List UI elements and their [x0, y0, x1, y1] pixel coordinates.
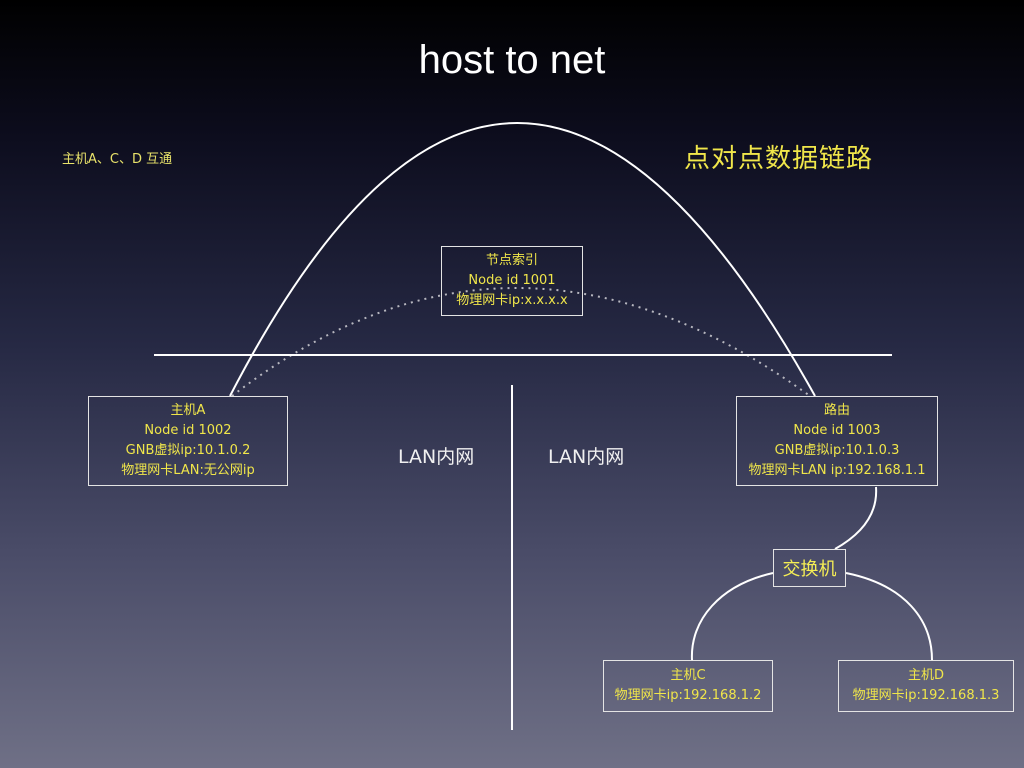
node-index-name: 节点索引	[485, 253, 538, 268]
router-lan-ip: 物理网卡LAN ip:192.168.1.1	[748, 463, 926, 478]
host-c-name: 主机C	[670, 668, 706, 683]
router-id: Node id 1003	[793, 423, 881, 438]
slide-title: host to net	[418, 38, 606, 82]
node-index-ip: 物理网卡ip:x.x.x.x	[456, 293, 568, 308]
host-a-lan: 物理网卡LAN:无公网ip	[121, 463, 255, 478]
switch-box: 交换机	[773, 549, 846, 587]
host-c-ip: 物理网卡ip:192.168.1.2	[614, 688, 762, 703]
host-a-virtual-ip: GNB虚拟ip:10.1.0.2	[125, 443, 251, 458]
host-c-box: 主机C 物理网卡ip:192.168.1.2	[603, 660, 773, 712]
lan-left-label: LAN内网	[398, 446, 475, 468]
node-index-box: 节点索引 Node id 1001 物理网卡ip:x.x.x.x	[441, 246, 583, 316]
node-index-id: Node id 1001	[468, 273, 556, 288]
switch-hostd-link	[845, 572, 933, 661]
host-a-id: Node id 1002	[144, 423, 232, 438]
index-link-dotted-arc	[231, 287, 811, 397]
router-switch-link	[834, 486, 878, 550]
router-virtual-ip: GNB虚拟ip:10.1.0.3	[774, 443, 900, 458]
router-box: 路由 Node id 1003 GNB虚拟ip:10.1.0.3 物理网卡LAN…	[736, 396, 938, 486]
host-d-ip: 物理网卡ip:192.168.1.3	[852, 688, 1000, 703]
p2p-link-arc	[229, 122, 816, 397]
p2p-link-label: 点对点数据链路	[684, 144, 874, 174]
host-a-name: 主机A	[170, 403, 206, 418]
host-d-name: 主机D	[907, 668, 944, 683]
host-a-box: 主机A Node id 1002 GNB虚拟ip:10.1.0.2 物理网卡LA…	[88, 396, 288, 486]
connectivity-note: 主机A、C、D 互通	[62, 152, 173, 167]
lan-right-label: LAN内网	[548, 446, 625, 468]
switch-hostc-link	[690, 572, 774, 661]
router-name: 路由	[823, 403, 850, 418]
host-d-box: 主机D 物理网卡ip:192.168.1.3	[838, 660, 1014, 712]
